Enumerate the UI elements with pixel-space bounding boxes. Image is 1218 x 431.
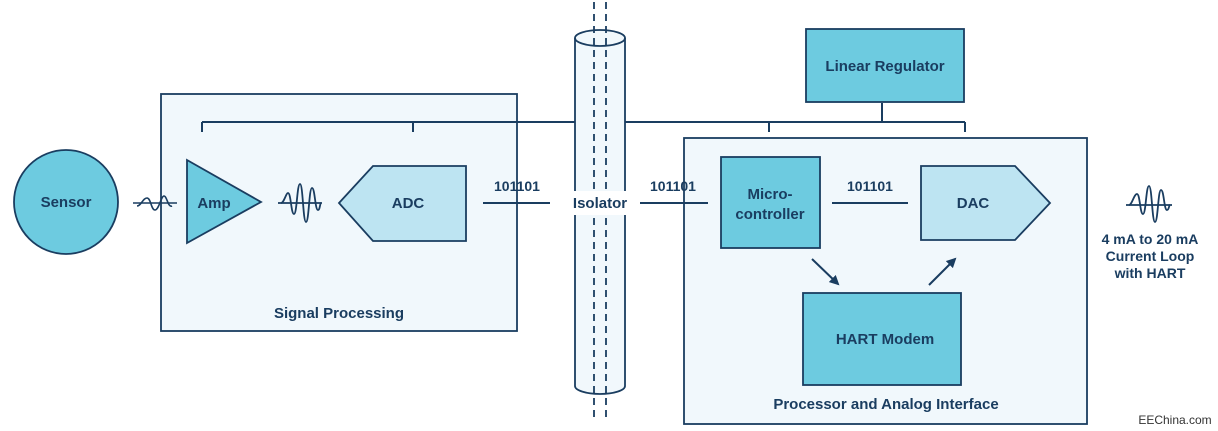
output-label-line2: Current Loop <box>1106 248 1195 264</box>
processor-interface-label: Processor and Analog Interface <box>773 396 998 413</box>
output-label-line1: 4 mA to 20 mA <box>1102 231 1199 247</box>
adc-block <box>337 165 467 242</box>
arrow-micro-to-modem <box>811 258 840 286</box>
isolator-barrier <box>568 2 632 422</box>
bitstream-adc-isolator: 101101 <box>494 178 540 194</box>
hart-modem-label: HART Modem <box>836 331 934 348</box>
hart-modem-block <box>802 292 962 386</box>
linear-regulator-block <box>805 28 965 103</box>
adc-label: ADC <box>392 195 425 212</box>
amp-block <box>186 158 263 245</box>
current-loop-signal-icon <box>1126 185 1172 223</box>
watermark-text: EEChina.com <box>1138 413 1211 427</box>
microcontroller-block <box>720 156 821 249</box>
output-label-line3: with HART <box>1114 265 1186 281</box>
arrow-modem-to-dac <box>928 257 957 286</box>
signal-processing-label: Signal Processing <box>274 305 404 322</box>
microcontroller-label-line2: controller <box>735 206 804 223</box>
bitstream-micro-dac: 101101 <box>847 178 893 194</box>
dac-block <box>920 165 1052 241</box>
amplified-signal-icon <box>278 183 322 223</box>
amp-label: Amp <box>197 195 230 212</box>
microcontroller-label-line1: Micro- <box>748 186 793 203</box>
dac-label: DAC <box>957 195 990 212</box>
analog-signal-small-icon <box>133 195 177 211</box>
linear-regulator-label: Linear Regulator <box>825 58 944 75</box>
sensor-block <box>13 149 119 255</box>
bitstream-isolator-micro: 101101 <box>650 178 696 194</box>
isolator-label: Isolator <box>573 195 627 212</box>
sensor-label: Sensor <box>41 194 92 211</box>
